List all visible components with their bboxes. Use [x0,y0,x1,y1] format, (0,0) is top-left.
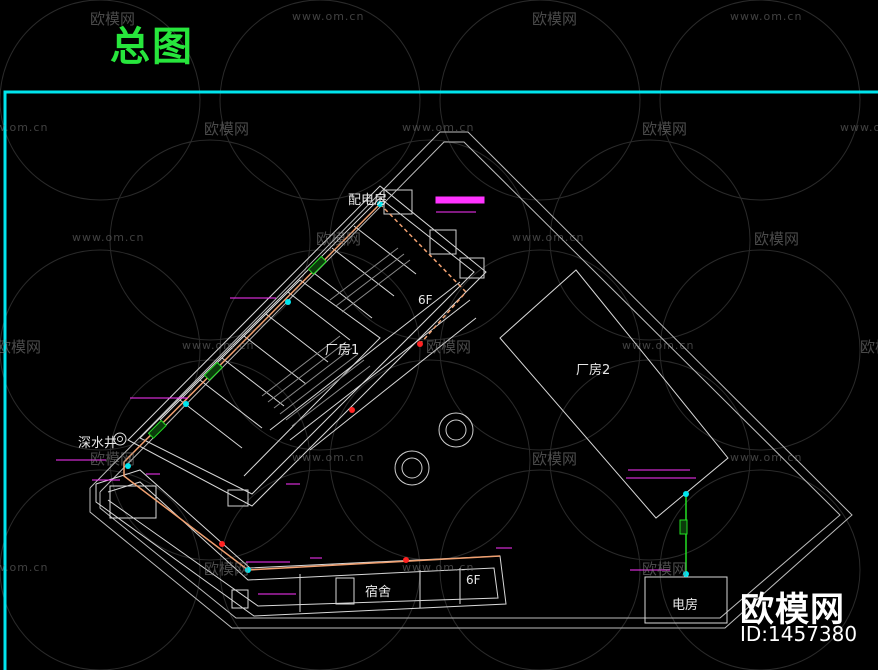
brand-logo-text: 欧模网 [740,590,845,630]
watermark-url: www.om.cn [402,121,475,134]
dormitory-building [95,469,507,617]
watermark-logo-text: 欧模网 [204,120,250,138]
deep-well-label: 深水井 [78,436,118,451]
watermark-logo-text: 欧模网 [90,10,136,28]
factory-1-label: 厂房1 [325,343,360,358]
watermark-url: www.om.cn [512,231,585,244]
watermark-url: www.om.cn [730,451,803,464]
factory-1-hatch [261,247,411,427]
watermark-logo-text: 欧模网 [532,450,578,468]
watermark-url: www.om.cn [622,339,695,352]
watermark-url: www.om.cn [292,10,365,23]
watermark-url: www.om.cn [182,339,255,352]
substation-label: 配电房 [348,193,388,208]
watermark-logo-text: 欧模网 [204,560,250,578]
watermark-logo-text: 欧模网 [532,10,578,28]
watermark-url: www.om.cn [0,561,49,574]
site-boundary [3,90,878,670]
deep-well-icon [113,432,127,446]
factory-2-building [499,269,729,519]
watermark-logo-text: 欧模网 [90,450,136,468]
drawing-title: 总图 [110,24,194,70]
factory-1-floors: 6F [418,293,433,307]
watermark-logo-text: 欧模网 [426,338,472,356]
resource-id: ID:1457380 [740,622,858,646]
watermark-logo-text: 欧模网 [754,230,800,248]
cable-annotations [56,196,696,595]
factory-2-label: 厂房2 [576,363,611,378]
dormitory-label: 宿舍 [365,585,392,600]
watermark-url: www.om.cn [840,121,878,134]
cable-nodes [125,201,689,577]
watermark-logo-text: 欧模网 [642,120,688,138]
watermark-url: www.om.cn [402,561,475,574]
watermark-url: www.om.cn [730,10,803,23]
watermark-logo-text: 欧模网 [642,560,688,578]
watermark-logo-text: 欧模网 [0,338,42,356]
watermark-url: www.om.cn [292,451,365,464]
watermark-url: www.om.cn [72,231,145,244]
watermark-logo-text: 欧模网 [860,338,878,356]
watermark-url: www.om.cn [0,121,49,134]
dormitory-floors: 6F [466,573,481,587]
watermark-logo-text: 欧模网 [316,230,362,248]
cable-green-tags [147,255,688,535]
factory-1-cores [227,189,485,507]
site-outline [89,131,853,629]
factory-1-building [127,185,487,507]
water-tanks [394,412,474,486]
power-room-label: 电房 [672,598,699,613]
cable-route [123,203,687,574]
